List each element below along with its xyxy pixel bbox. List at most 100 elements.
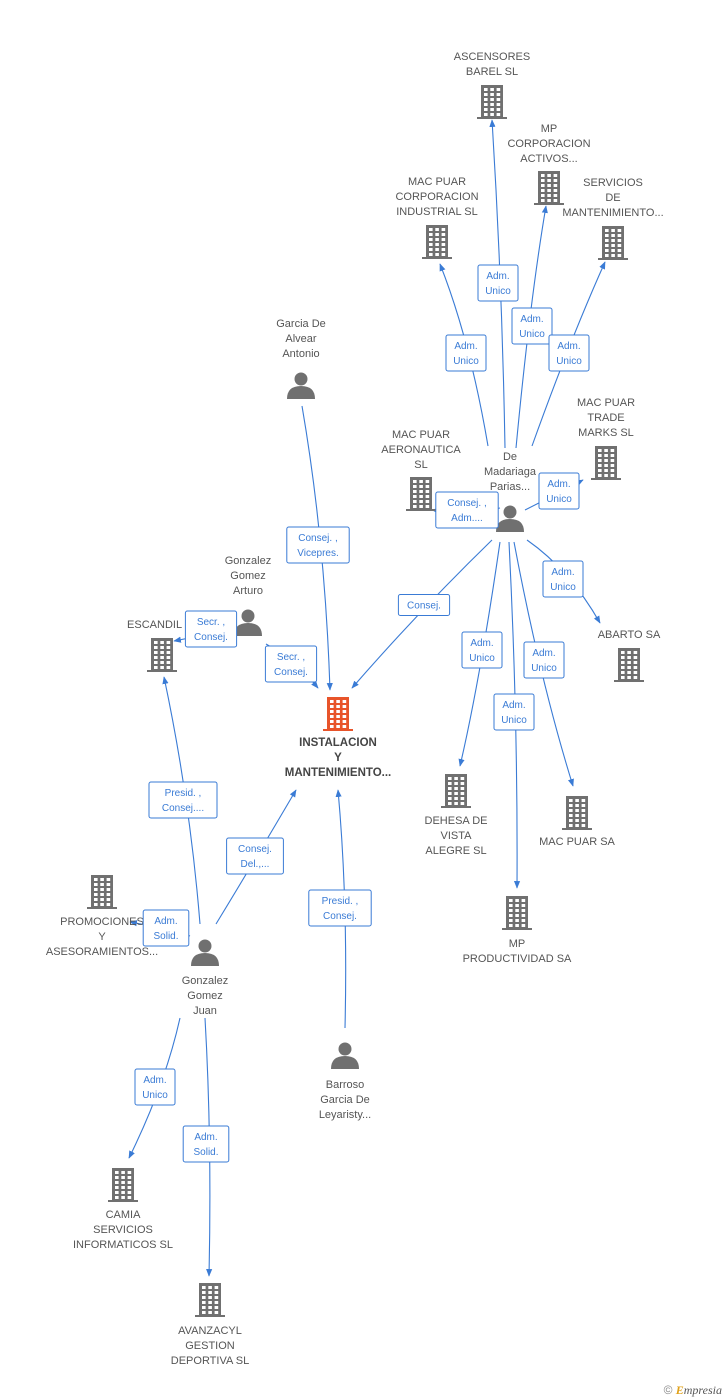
relation-badge-de_madariaga-to-mac_corp[interactable]: Adm.Unico bbox=[445, 334, 487, 372]
relation-badge-de_madariaga-to-mp_corp[interactable]: Adm. Unico bbox=[511, 307, 553, 345]
relation-badge-de_madariaga-to-mac_sa[interactable]: Adm.Unico bbox=[523, 641, 565, 679]
node-label-line: Juan bbox=[193, 1005, 217, 1017]
relation-badge-de_madariaga-to-ascensores[interactable]: Adm. Unico bbox=[477, 264, 519, 302]
relation-badge-de_madariaga-to-dehesa[interactable]: Adm.Unico bbox=[461, 631, 503, 669]
person-icon bbox=[331, 1042, 359, 1069]
building-icon bbox=[422, 225, 452, 259]
relation-badge-de_madariaga-to-main[interactable]: Consej. bbox=[397, 594, 451, 616]
node-mac_aero[interactable]: MAC PUAR AERONAUTICA SL bbox=[381, 429, 461, 511]
node-label-line: MARKS SL bbox=[578, 427, 634, 439]
relation-badge-gg_juan-to-promociones[interactable]: Adm.Solid. bbox=[142, 909, 190, 947]
node-escandil[interactable]: ESCANDIL 35 bbox=[127, 619, 197, 672]
relation-badge-box bbox=[523, 641, 565, 679]
relation-label: Unico bbox=[519, 329, 545, 340]
relation-badge-gg_juan-to-avanzacyl[interactable]: Adm.Solid. bbox=[182, 1125, 230, 1163]
relation-label: Unico bbox=[501, 715, 527, 726]
relation-label: Secr. , bbox=[197, 617, 225, 628]
node-label-line: MAC PUAR bbox=[392, 429, 450, 441]
relation-badge-gg_juan-to-escandil[interactable]: Presid. ,Consej.... bbox=[148, 781, 218, 819]
empresia-logo[interactable]: Empresia bbox=[675, 1383, 722, 1397]
node-avanzacyl[interactable]: AVANZACYL GESTION DEPORTIVA SL bbox=[171, 1283, 249, 1367]
copyright-symbol: © bbox=[663, 1383, 673, 1397]
main-company-name-line: MANTENIMIENTO... bbox=[285, 767, 391, 779]
building-icon bbox=[614, 648, 644, 682]
relation-label: Unico bbox=[556, 356, 582, 367]
relation-label: Unico bbox=[550, 582, 576, 593]
node-label-line: ASESORAMIENTOS... bbox=[46, 946, 158, 958]
relation-badge-de_madariaga-to-mac_trade[interactable]: Adm. Unico bbox=[538, 472, 580, 510]
node-mp_corp[interactable]: MPCORPORACIONACTIVOS... bbox=[507, 123, 591, 205]
relation-label: Consej. , bbox=[447, 498, 486, 509]
relation-label: Secr. , bbox=[277, 652, 305, 663]
node-promociones[interactable]: PROMOCIONESYASESORAMIENTOS... bbox=[46, 875, 158, 958]
node-abarto[interactable]: ABARTO SA bbox=[598, 629, 661, 682]
node-label-line: AERONAUTICA bbox=[381, 444, 461, 456]
person-icon bbox=[234, 609, 262, 636]
relation-label: Adm. bbox=[547, 479, 570, 490]
relation-label: Adm. bbox=[154, 916, 177, 927]
building-icon bbox=[441, 774, 471, 808]
relation-label: Adm. bbox=[520, 314, 543, 325]
relation-label: Unico bbox=[485, 286, 511, 297]
node-label-line: VISTA bbox=[441, 830, 473, 842]
relation-badge-box bbox=[445, 334, 487, 372]
node-de_madariaga[interactable]: DeMadariagaParias... bbox=[484, 451, 537, 532]
relation-badge-de_madariaga-to-mac_aero[interactable]: Consej. , Adm.... bbox=[435, 491, 499, 529]
relation-badge-box bbox=[182, 1125, 230, 1163]
relation-badge-de_madariaga-to-abarto[interactable]: Adm.Unico bbox=[542, 560, 584, 598]
relation-badge-garcia-to-main[interactable]: Consej. ,Vicepres. bbox=[286, 526, 350, 564]
relation-label: Adm. bbox=[486, 271, 509, 282]
node-label-line: GESTION bbox=[185, 1340, 235, 1352]
relation-badge-box bbox=[308, 889, 372, 927]
node-label-line: AVANZACYL bbox=[178, 1325, 242, 1337]
relation-label: Adm. bbox=[470, 638, 493, 649]
relation-label: Adm. bbox=[502, 700, 525, 711]
building-icon bbox=[477, 85, 507, 119]
relation-badge-gg_juan-to-main[interactable]: Consej.Del.,... bbox=[226, 837, 284, 875]
node-main-company[interactable]: INSTALACIONYMANTENIMIENTO... bbox=[285, 697, 391, 779]
badges-layer: Adm.UnicoAdm.UnicoAdm.UnicoAdm.UnicoAdm.… bbox=[134, 264, 590, 1163]
node-label-line: Leyaristy... bbox=[319, 1109, 371, 1121]
relation-badge-de_madariaga-to-servicios[interactable]: Adm.Unico bbox=[548, 334, 590, 372]
node-label-line: Garcia De bbox=[320, 1094, 370, 1106]
node-label-line: DEPORTIVA SL bbox=[171, 1355, 249, 1367]
node-mac_sa[interactable]: MAC PUAR SA bbox=[539, 796, 616, 848]
relation-label: Unico bbox=[546, 494, 572, 505]
node-label-line: ABARTO SA bbox=[598, 629, 661, 641]
relation-label: Adm. bbox=[532, 648, 555, 659]
node-label-line: MAC PUAR bbox=[577, 397, 635, 409]
relation-badge-gg_juan-to-camia[interactable]: Adm.Unico bbox=[134, 1068, 176, 1106]
node-label-line: PROMOCIONES bbox=[60, 916, 144, 928]
node-label-line: DE bbox=[605, 192, 620, 204]
relation-badge-barroso-to-main[interactable]: Presid. ,Consej. bbox=[308, 889, 372, 927]
person-icon bbox=[496, 505, 524, 532]
relation-badge-gg_arturo-to-main[interactable]: Secr. , Consej. bbox=[264, 645, 318, 683]
node-label-line: ESCANDIL 35 bbox=[127, 619, 197, 631]
node-label-line: SL bbox=[414, 459, 427, 471]
node-label-line: Parias... bbox=[490, 481, 530, 493]
relation-label: Adm.... bbox=[451, 513, 483, 524]
relation-badge-box bbox=[184, 610, 238, 648]
node-label-line: PRODUCTIVIDAD SA bbox=[463, 953, 572, 965]
relation-label: Solid. bbox=[193, 1147, 218, 1158]
node-label-line: Arturo bbox=[233, 585, 263, 597]
relation-badge-gg_arturo-to-escandil[interactable]: Secr. ,Consej. bbox=[184, 610, 238, 648]
node-servicios[interactable]: SERVICIOSDEMANTENIMIENTO... bbox=[562, 177, 664, 260]
node-label-line: MP bbox=[541, 123, 558, 135]
node-label-line: Antonio bbox=[282, 348, 319, 360]
building-icon bbox=[406, 477, 436, 511]
relation-badge-de_madariaga-to-mp_prod[interactable]: Adm. Unico bbox=[493, 693, 535, 731]
relation-label: Consej. bbox=[274, 667, 308, 678]
building-icon bbox=[87, 875, 117, 909]
